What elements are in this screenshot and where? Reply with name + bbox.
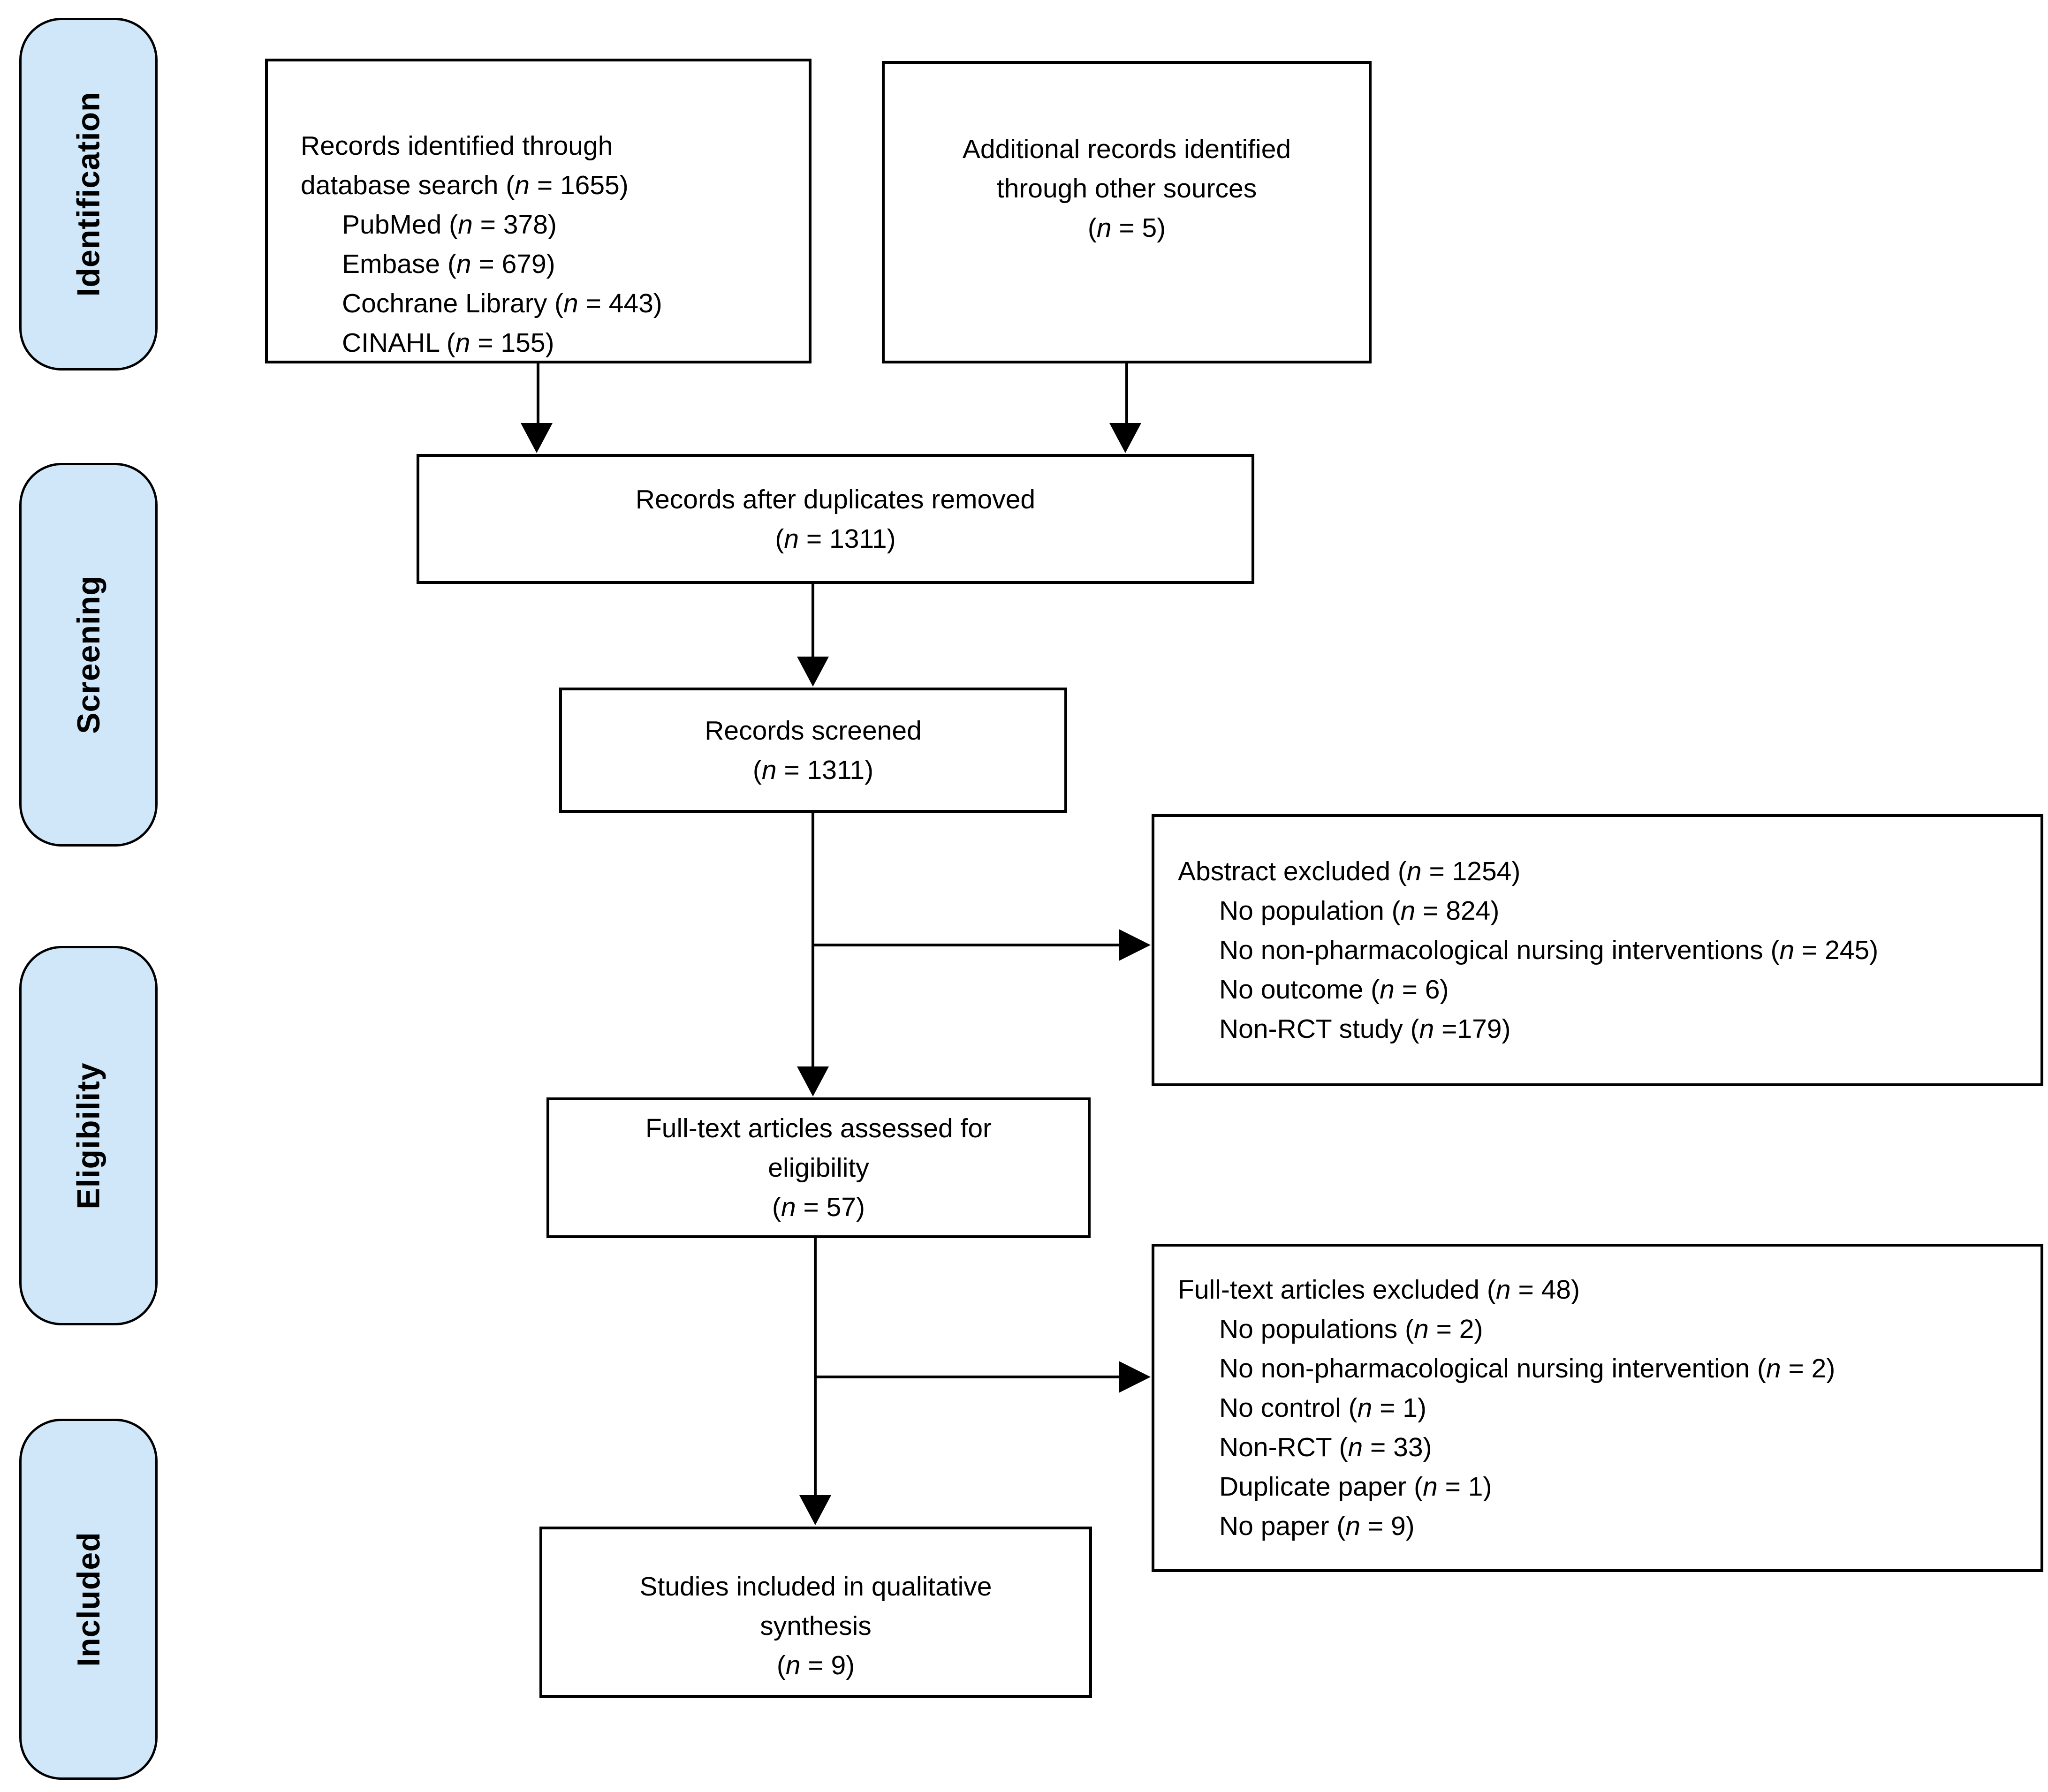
- arrowhead-down-icon: [799, 1495, 831, 1525]
- connector-fulltext-to-included-line: [814, 1238, 817, 1496]
- stage-screening-label: Screening: [70, 575, 106, 734]
- box-abstract-excluded: Abstract excluded (n = 1254) No populati…: [1152, 814, 2043, 1086]
- abstract-excluded-item: No population (n = 824): [1219, 896, 1500, 926]
- box-records-screened: Records screened (n = 1311): [559, 688, 1067, 813]
- fulltext-excluded-item: Non-RCT (n = 33): [1219, 1432, 1432, 1462]
- arrowhead-right-icon: [1119, 1361, 1151, 1393]
- connector-fulltext-to-fulltext-excluded-line: [815, 1376, 1119, 1378]
- fulltext-excluded-item: Duplicate paper (n = 1): [1219, 1472, 1492, 1502]
- records-identified-line: database search (n = 1655): [301, 170, 629, 200]
- duplicates-removed-line: Records after duplicates removed: [635, 484, 1036, 514]
- database-item: Cochrane Library (n = 443): [342, 288, 662, 318]
- arrowhead-down-icon: [797, 657, 829, 687]
- stage-identification: Identification: [19, 18, 158, 370]
- connector-screened-to-abstract-excluded-line: [813, 944, 1119, 946]
- box-fulltext-assessed: Full-text articles assessed for eligibil…: [546, 1097, 1091, 1238]
- box-fulltext-excluded: Full-text articles excluded (n = 48) No …: [1152, 1244, 2043, 1572]
- additional-records-line: Additional records identified: [962, 134, 1291, 164]
- arrowhead-down-icon: [521, 423, 553, 453]
- box-duplicates-removed: Records after duplicates removed (n = 13…: [417, 454, 1254, 584]
- abstract-excluded-item: No non-pharmacological nursing intervent…: [1219, 935, 1879, 965]
- box-studies-included: Studies included in qualitative synthesi…: [539, 1527, 1092, 1698]
- studies-included-line: (n = 9): [776, 1650, 855, 1680]
- fulltext-excluded-item: No non-pharmacological nursing intervent…: [1219, 1353, 1836, 1384]
- fulltext-excluded-item: No control (n = 1): [1219, 1393, 1426, 1423]
- box-records-identified: Records identified through database sear…: [265, 59, 812, 363]
- records-screened-line: Records screened: [705, 715, 922, 746]
- stage-identification-label: Identification: [70, 91, 106, 297]
- database-item: PubMed (n = 378): [342, 210, 557, 240]
- abstract-excluded-item: No outcome (n = 6): [1219, 975, 1449, 1005]
- fulltext-excluded-item: No paper (n = 9): [1219, 1511, 1415, 1541]
- additional-records-line: (n = 5): [1087, 213, 1166, 243]
- box-additional-records: Additional records identified through ot…: [882, 61, 1372, 363]
- fulltext-assessed-line: Full-text articles assessed for: [645, 1113, 992, 1143]
- studies-included-line: Studies included in qualitative: [639, 1572, 992, 1602]
- arrowhead-down-icon: [797, 1066, 829, 1096]
- connector-additional-to-duplicates-line: [1125, 363, 1128, 424]
- stage-included-label: Included: [70, 1532, 106, 1667]
- connector-duplicates-to-screened-line: [812, 584, 814, 658]
- fulltext-assessed-line: eligibility: [768, 1153, 869, 1183]
- fulltext-excluded-item: No populations (n = 2): [1219, 1314, 1483, 1344]
- arrowhead-down-icon: [1109, 423, 1141, 453]
- abstract-excluded-line: Abstract excluded (n = 1254): [1178, 856, 1521, 886]
- duplicates-removed-line: (n = 1311): [775, 523, 896, 554]
- fulltext-assessed-line: (n = 57): [772, 1192, 865, 1222]
- stage-eligibility-label: Eligibility: [70, 1062, 106, 1210]
- additional-records-line: through other sources: [996, 174, 1257, 204]
- database-item: CINAHL (n = 155): [342, 328, 554, 358]
- stage-screening: Screening: [19, 463, 158, 847]
- connector-identified-to-duplicates-line: [537, 363, 539, 424]
- stage-eligibility: Eligibility: [19, 946, 158, 1325]
- studies-included-line: synthesis: [760, 1611, 872, 1641]
- fulltext-excluded-line: Full-text articles excluded (n = 48): [1178, 1275, 1580, 1305]
- arrowhead-right-icon: [1119, 929, 1151, 961]
- records-screened-line: (n = 1311): [752, 755, 874, 785]
- connector-screened-to-fulltext-line: [812, 813, 814, 1068]
- stage-included: Included: [19, 1419, 158, 1780]
- abstract-excluded-item: Non-RCT study (n =179): [1219, 1014, 1511, 1044]
- database-item: Embase (n = 679): [342, 249, 555, 279]
- records-identified-line: Records identified through: [301, 131, 613, 161]
